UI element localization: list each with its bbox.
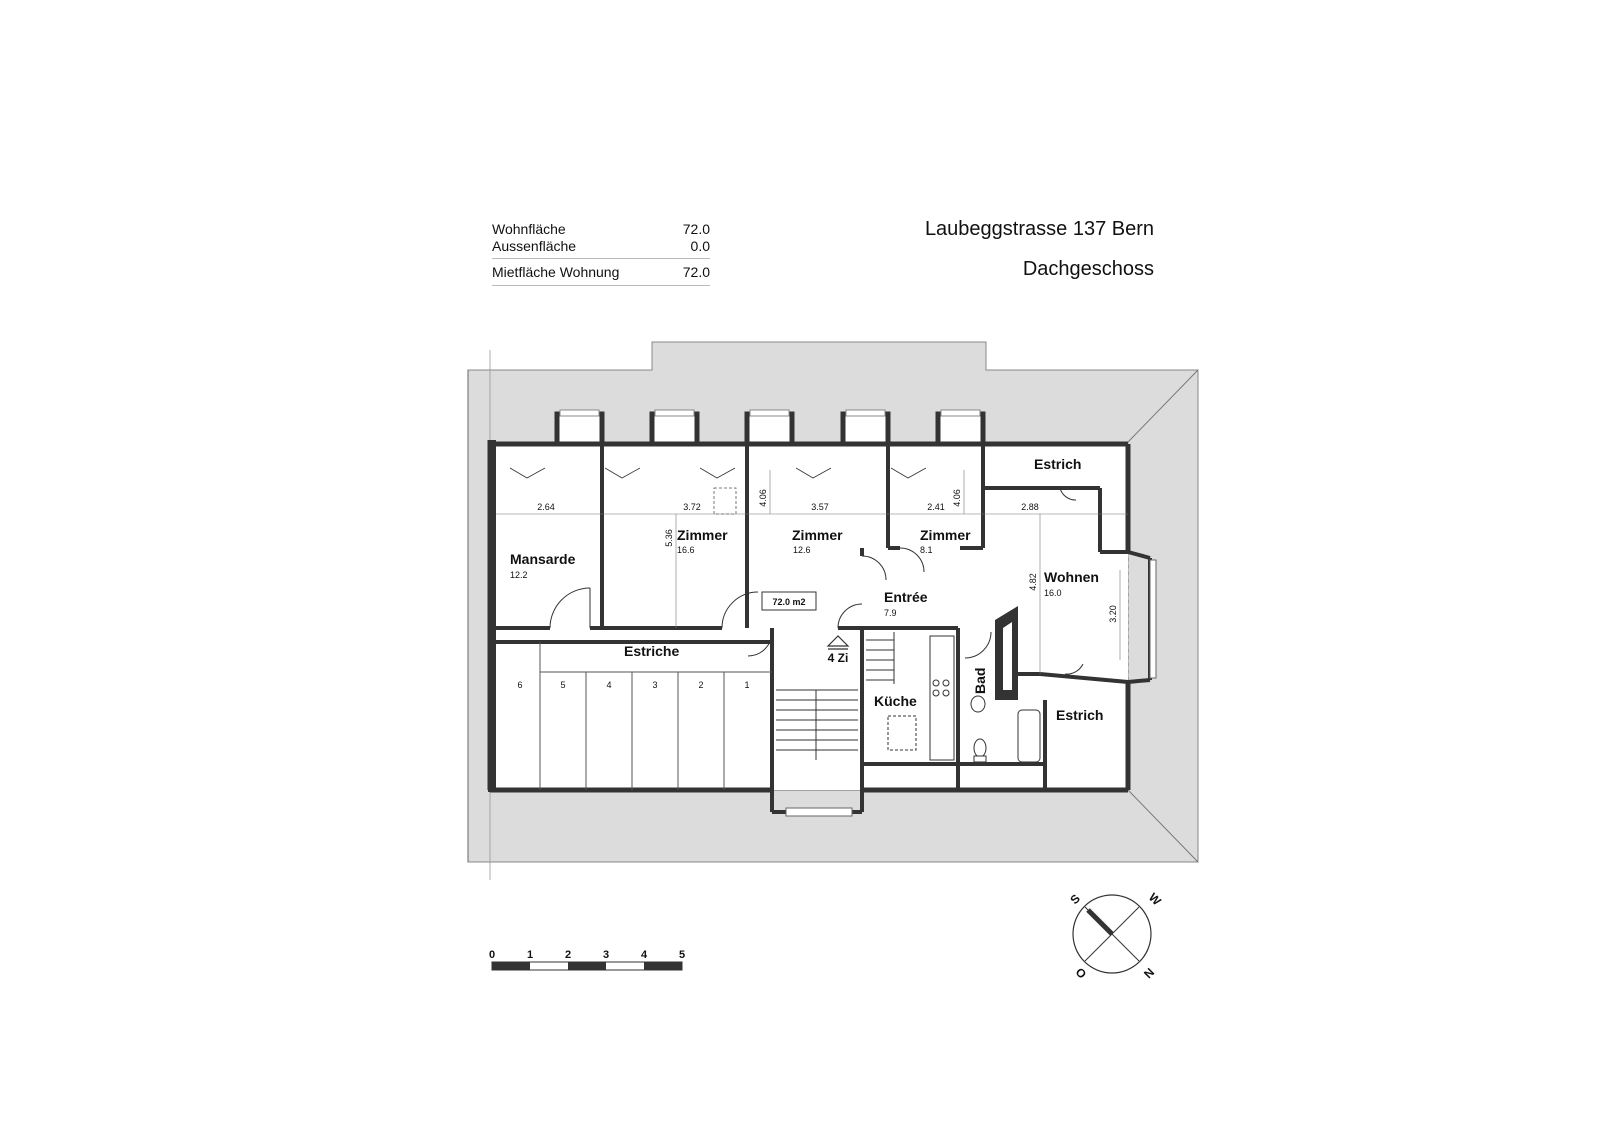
compass-s: S [1067,891,1083,907]
dormer-sashes [509,467,927,479]
entry-triangle-icon [826,635,850,647]
dormer-3 [744,411,795,447]
dormer-windows [559,409,981,417]
skylight [713,487,737,515]
compass-o: O [1073,965,1090,982]
area-value-rent: 72.0 [682,264,710,280]
room-estrich-top-name: Estrich [1034,456,1081,472]
room-entree-name: Entrée [884,589,928,605]
bay-window [1149,559,1157,679]
room-zimmer1-area: 16.6 [677,545,695,555]
scale-tick: 4 [641,949,648,961]
storage-partitions [539,642,772,790]
room-zimmer1-name: Zimmer [677,527,728,543]
dimension-288: 2.88 [1021,502,1039,512]
dimension-406a: 4.06 [758,489,768,507]
storage-number: 5 [560,680,565,690]
storage-number: 4 [606,680,611,690]
scale-tick: 1 [527,949,533,961]
storage-number: 1 [744,680,749,690]
room-mansarde-name: Mansarde [510,551,576,567]
room-estrich-bottom-name: Estrich [1056,707,1103,723]
scale-tick: 0 [489,949,495,961]
floor-title: Dachgeschoss [1022,258,1154,280]
dimension-lines [496,470,1128,674]
room-zimmer2-name: Zimmer [792,527,843,543]
room-wohnen-area: 16.0 [1044,588,1062,598]
address-title: Laubeggstrasse 137 Bern [924,218,1154,240]
total-area-box [761,591,817,611]
dimension-357: 3.57 [811,502,829,512]
total-area-label: 72.0 m2 [772,597,805,607]
bath-fixtures [970,695,1041,763]
doors [549,487,1084,675]
room-kueche-name: Küche [874,693,917,709]
roof-edge [468,341,1199,863]
room-zimmer3-name: Zimmer [920,527,971,543]
area-label-living: Wohnfläche [492,221,566,237]
dormer-4 [840,411,891,447]
room-mansarde-area: 12.2 [510,570,528,580]
scale-tick: 3 [603,949,609,961]
dormer-5 [935,411,986,447]
room-zimmer2-area: 12.6 [793,545,811,555]
room-zimmer3-area: 8.1 [920,545,933,555]
compass-w: W [1146,890,1164,908]
area-label-rent: Mietfläche Wohnung [492,264,620,280]
dormer-1 [554,411,605,447]
room-estriche-name: Estriche [624,643,679,659]
dimension-320: 3.20 [1108,605,1118,623]
area-label-outdoor: Aussenfläche [492,238,577,254]
scale-bar: 0 1 2 3 4 5 [489,949,685,971]
storage-number: 6 [517,680,522,690]
area-value-living: 72.0 [682,221,710,237]
dimension-264: 2.64 [537,502,555,512]
compass-icon: S W O N [1067,890,1164,981]
dimension-482: 4.82 [1028,573,1038,591]
bad-wall-inner [1003,622,1012,690]
stairs [776,632,895,817]
storage-number: 3 [652,680,657,690]
storage-number: 2 [698,680,703,690]
hip-line [1127,369,1199,443]
area-value-outdoor: 0.0 [690,238,710,254]
dimension-372: 3.72 [683,502,701,512]
room-wohnen-name: Wohnen [1044,569,1099,585]
dimension-406b: 4.06 [952,489,962,507]
scale-tick: 5 [679,949,685,961]
kitchen-fixtures [887,635,955,761]
dormer-2 [649,411,700,447]
compass-n: N [1141,965,1157,981]
hip-line [1127,789,1199,863]
dimension-536: 5.36 [664,529,674,547]
scale-tick: 2 [565,949,571,961]
room-entree-area: 7.9 [884,608,897,618]
unit-label: 4 Zi [828,651,849,665]
room-bad-name: Bad [972,668,988,694]
area-divider [492,258,710,259]
left-wall [488,440,496,792]
area-divider-bottom [492,285,710,286]
dimension-241: 2.41 [927,502,945,512]
